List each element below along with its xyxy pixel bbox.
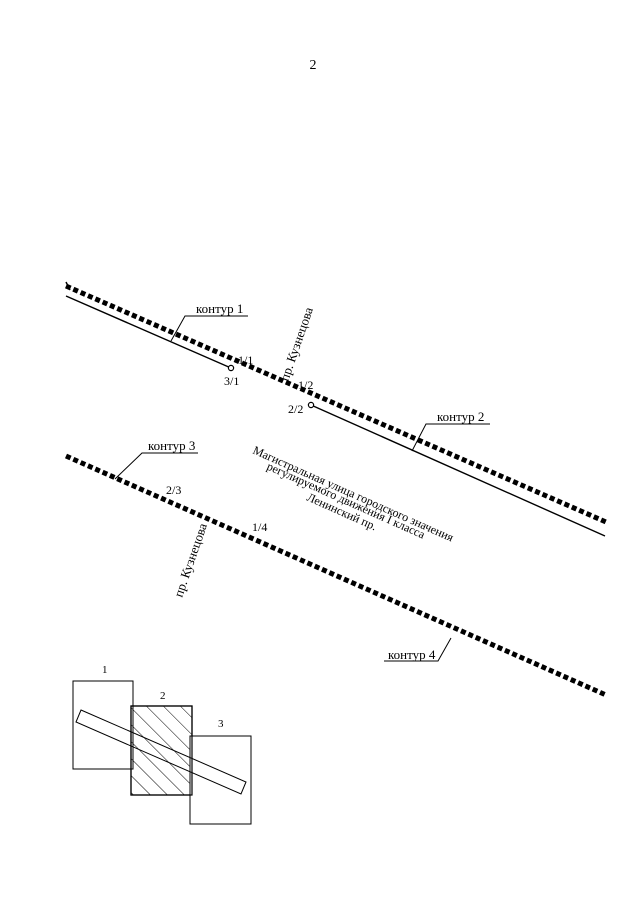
contour-4-leader <box>384 637 452 662</box>
sheet-3-number: 3 <box>218 718 224 730</box>
contour-4-label: контур 4 <box>388 647 436 662</box>
contour-2-line <box>310 404 606 537</box>
contour-1-leader <box>170 315 248 342</box>
sheet-1-number: 1 <box>102 664 108 676</box>
point-3-1-label: 3/1 <box>224 374 239 388</box>
road-class-line-2: регулируемого движения I класса <box>265 459 428 542</box>
page-number: 2 <box>309 58 317 73</box>
point-2-3-label: 2/3 <box>166 483 181 497</box>
point-2-2-marker <box>307 401 315 409</box>
point-2-2-label: 2/2 <box>288 402 303 416</box>
upper-boundary-dashed-tick <box>65 281 71 291</box>
contour-1-label: контур 1 <box>196 301 243 316</box>
contour-3-leader <box>114 452 198 480</box>
road-strip-scheme <box>75 709 247 795</box>
sheet-2-frame-overlay <box>130 705 193 796</box>
contour-3-label: контур 3 <box>148 438 195 453</box>
point-1-4-label: 1/4 <box>252 520 267 534</box>
point-3-1-marker <box>227 364 235 372</box>
street-kuznetsova-bottom: пр. Кузнецова <box>171 521 210 599</box>
lower-boundary-dashed <box>64 453 608 698</box>
contour-2-leader <box>411 423 490 452</box>
contour-2-label: контур 2 <box>437 409 484 424</box>
upper-boundary-dashed <box>64 283 608 525</box>
street-kuznetsova-top: пр. Кузнецова <box>277 305 316 383</box>
sheet-index-scheme: 1 2 3 <box>72 664 252 825</box>
point-1-1-label: 1/1 <box>238 353 253 367</box>
sheet-2-number: 2 <box>160 690 166 702</box>
point-1-2-label: 1/2 <box>298 378 313 392</box>
contour-1-line <box>65 295 232 369</box>
